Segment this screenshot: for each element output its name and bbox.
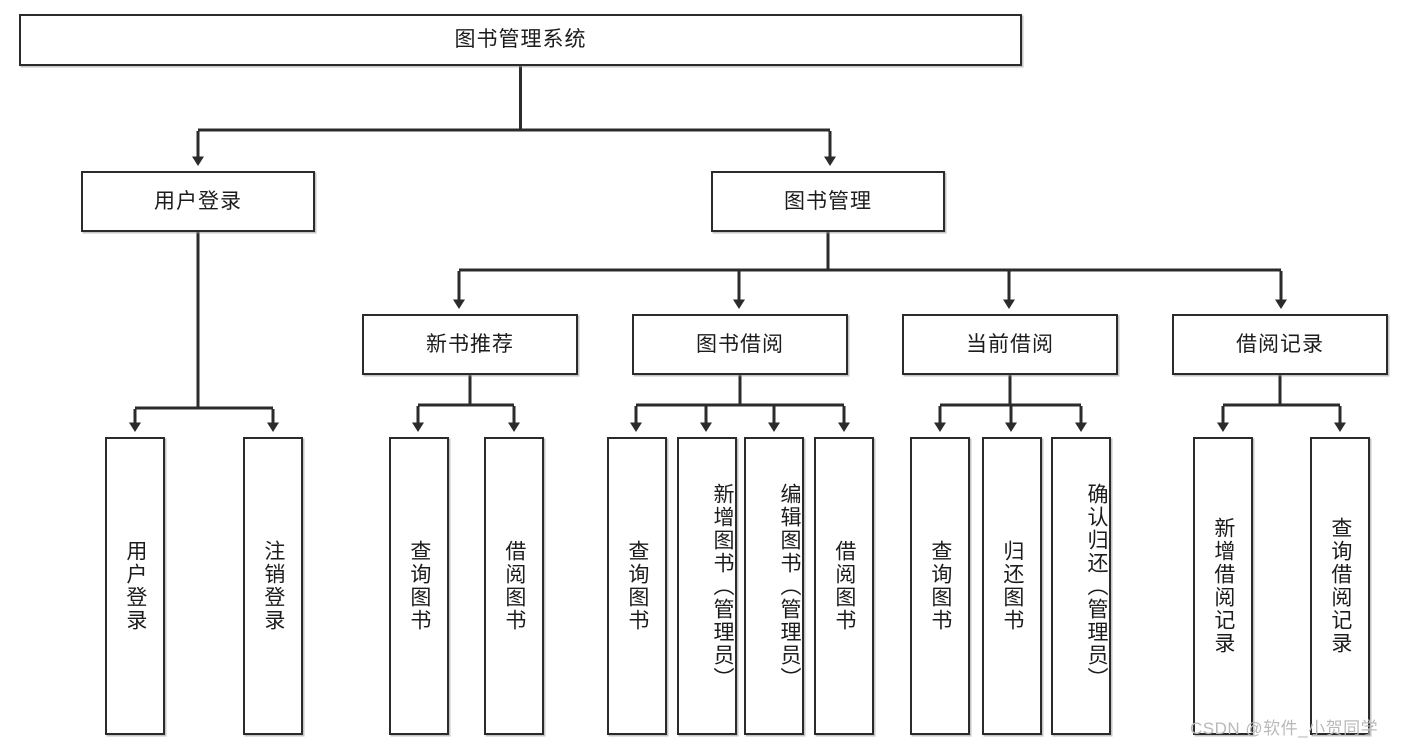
node-book-borrow-label: 图书借阅 [696, 332, 784, 356]
node-borrow-record[interactable]: 借阅记录 [1172, 314, 1388, 375]
node-book-borrow[interactable]: 图书借阅 [632, 314, 848, 375]
node-leaf-query-book-2[interactable]: 查询图书 [607, 437, 667, 735]
node-leaf-add-book-label: 新增图书（管理员） [711, 482, 734, 690]
node-leaf-edit-book-label: 编辑图书（管理员） [778, 482, 801, 690]
node-leaf-borrow-book-1[interactable]: 借阅图书 [484, 437, 544, 735]
node-current-borrow-label: 当前借阅 [966, 332, 1054, 356]
node-leaf-return-book-label: 归还图书 [1000, 540, 1024, 632]
node-leaf-add-book[interactable]: 新增图书（管理员） [677, 437, 737, 735]
node-leaf-query-book-3[interactable]: 查询图书 [910, 437, 970, 735]
node-book-management[interactable]: 图书管理 [711, 171, 945, 232]
node-leaf-confirm-return[interactable]: 确认归还（管理员） [1051, 437, 1111, 735]
node-leaf-borrow-book-1-label: 借阅图书 [502, 540, 526, 632]
node-user-login-label: 用户登录 [154, 189, 242, 213]
node-leaf-confirm-return-label: 确认归还（管理员） [1085, 482, 1108, 690]
node-root-label: 图书管理系统 [454, 28, 587, 52]
node-leaf-add-record[interactable]: 新增借阅记录 [1193, 437, 1253, 735]
node-leaf-query-record[interactable]: 查询借阅记录 [1310, 437, 1370, 735]
node-leaf-query-book-3-label: 查询图书 [928, 540, 952, 632]
node-leaf-query-book-1[interactable]: 查询图书 [389, 437, 449, 735]
node-leaf-borrow-book-2[interactable]: 借阅图书 [814, 437, 874, 735]
node-leaf-user-login[interactable]: 用户登录 [105, 437, 165, 735]
node-leaf-return-book[interactable]: 归还图书 [982, 437, 1042, 735]
node-leaf-edit-book[interactable]: 编辑图书（管理员） [744, 437, 804, 735]
node-leaf-user-login-label: 用户登录 [123, 540, 147, 632]
node-leaf-query-book-1-label: 查询图书 [407, 540, 431, 632]
node-leaf-add-record-label: 新增借阅记录 [1211, 517, 1235, 655]
node-new-book-recommend[interactable]: 新书推荐 [362, 314, 578, 375]
node-leaf-query-book-2-label: 查询图书 [625, 540, 649, 632]
node-current-borrow[interactable]: 当前借阅 [902, 314, 1118, 375]
node-user-login[interactable]: 用户登录 [81, 171, 315, 232]
node-new-book-recommend-label: 新书推荐 [426, 332, 514, 356]
node-leaf-query-record-label: 查询借阅记录 [1328, 517, 1352, 655]
node-borrow-record-label: 借阅记录 [1236, 332, 1324, 356]
node-root[interactable]: 图书管理系统 [19, 14, 1022, 66]
node-leaf-logout[interactable]: 注销登录 [243, 437, 303, 735]
node-leaf-logout-label: 注销登录 [261, 540, 285, 632]
watermark: CSDN @软件_小贺同学 [1190, 719, 1379, 738]
node-leaf-borrow-book-2-label: 借阅图书 [832, 540, 856, 632]
node-book-management-label: 图书管理 [784, 189, 872, 213]
